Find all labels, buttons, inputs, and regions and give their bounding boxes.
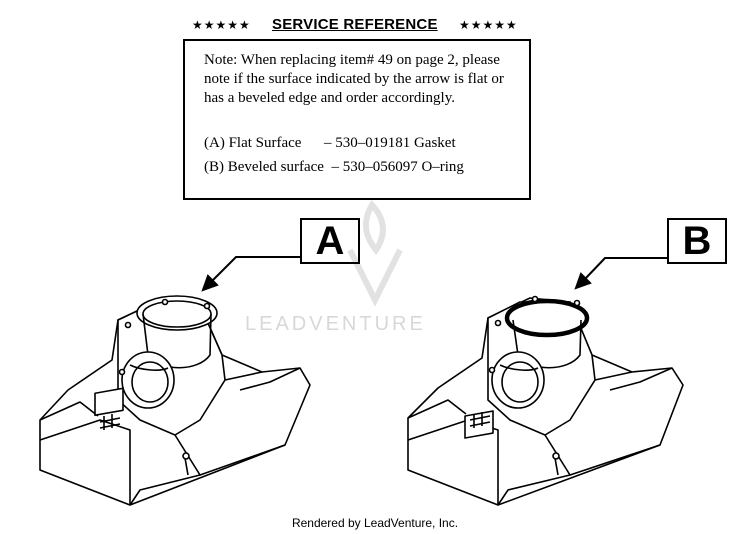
- crankcase-drawing-a: [39, 295, 311, 506]
- option-b-text: (B) Beveled surface – 530–056097 O–ring: [204, 159, 464, 175]
- stars-left: ★★★★★: [192, 18, 251, 32]
- leadventure-watermark: LEADVENTURE: [245, 313, 426, 335]
- watermark-logo-icon: [347, 200, 403, 307]
- header: ★★★★★ SERVICE REFERENCE ★★★★★: [0, 16, 750, 38]
- footer-credit: Rendered by LeadVenture, Inc.: [291, 516, 459, 530]
- leader-arrow-a: [201, 256, 300, 292]
- note-box: Note: When replacing item# 49 on page 2,…: [183, 39, 531, 200]
- stars-right: ★★★★★: [459, 18, 518, 32]
- service-reference-title: SERVICE REFERENCE: [272, 16, 438, 33]
- leader-arrow-b: [574, 257, 667, 290]
- option-a-text: (A) Flat Surface – 530–019181 Gasket: [204, 135, 456, 151]
- note-text: Note: When replacing item# 49 on page 2,…: [204, 52, 504, 106]
- callout-label-a: A: [300, 218, 360, 264]
- crankcase-drawing-b: [407, 295, 684, 506]
- callout-label-b: B: [667, 218, 727, 264]
